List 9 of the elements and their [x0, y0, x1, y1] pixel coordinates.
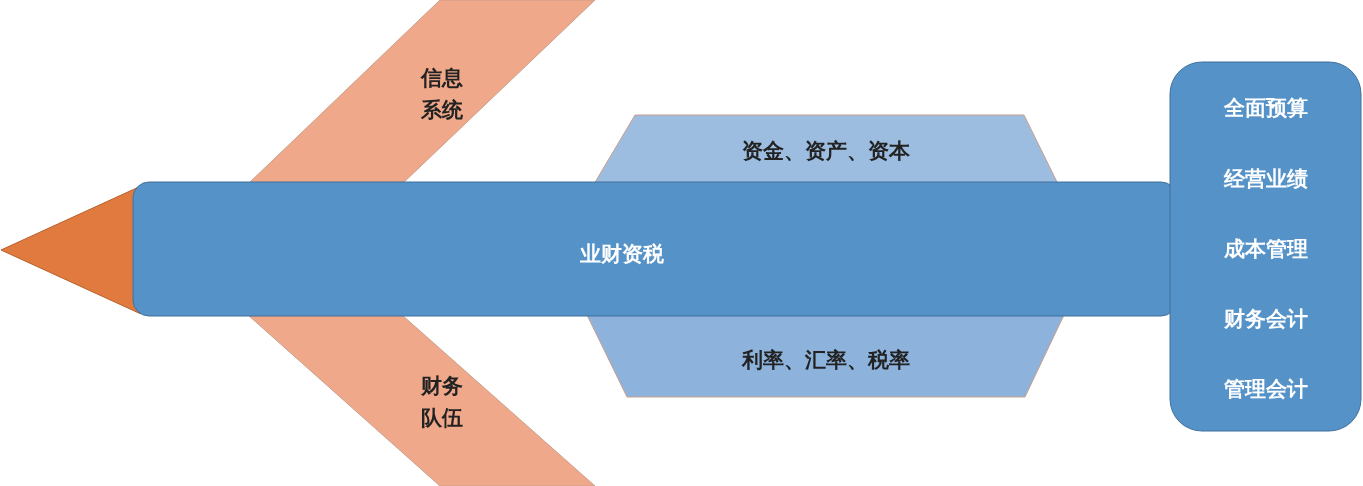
- list-item: 经营业绩: [1222, 166, 1309, 193]
- band-label: 资金、资产、资本: [741, 138, 911, 165]
- list-item: 全面预算: [1222, 95, 1309, 122]
- fin-label: 信息系统: [419, 65, 464, 124]
- list-item: 管理会计: [1222, 376, 1309, 403]
- band-label: 利率、汇率、税率: [740, 347, 911, 374]
- fin-label: 财务队伍: [420, 373, 464, 432]
- list-item: 成本管理: [1222, 236, 1309, 263]
- list-item: 财务会计: [1222, 306, 1309, 333]
